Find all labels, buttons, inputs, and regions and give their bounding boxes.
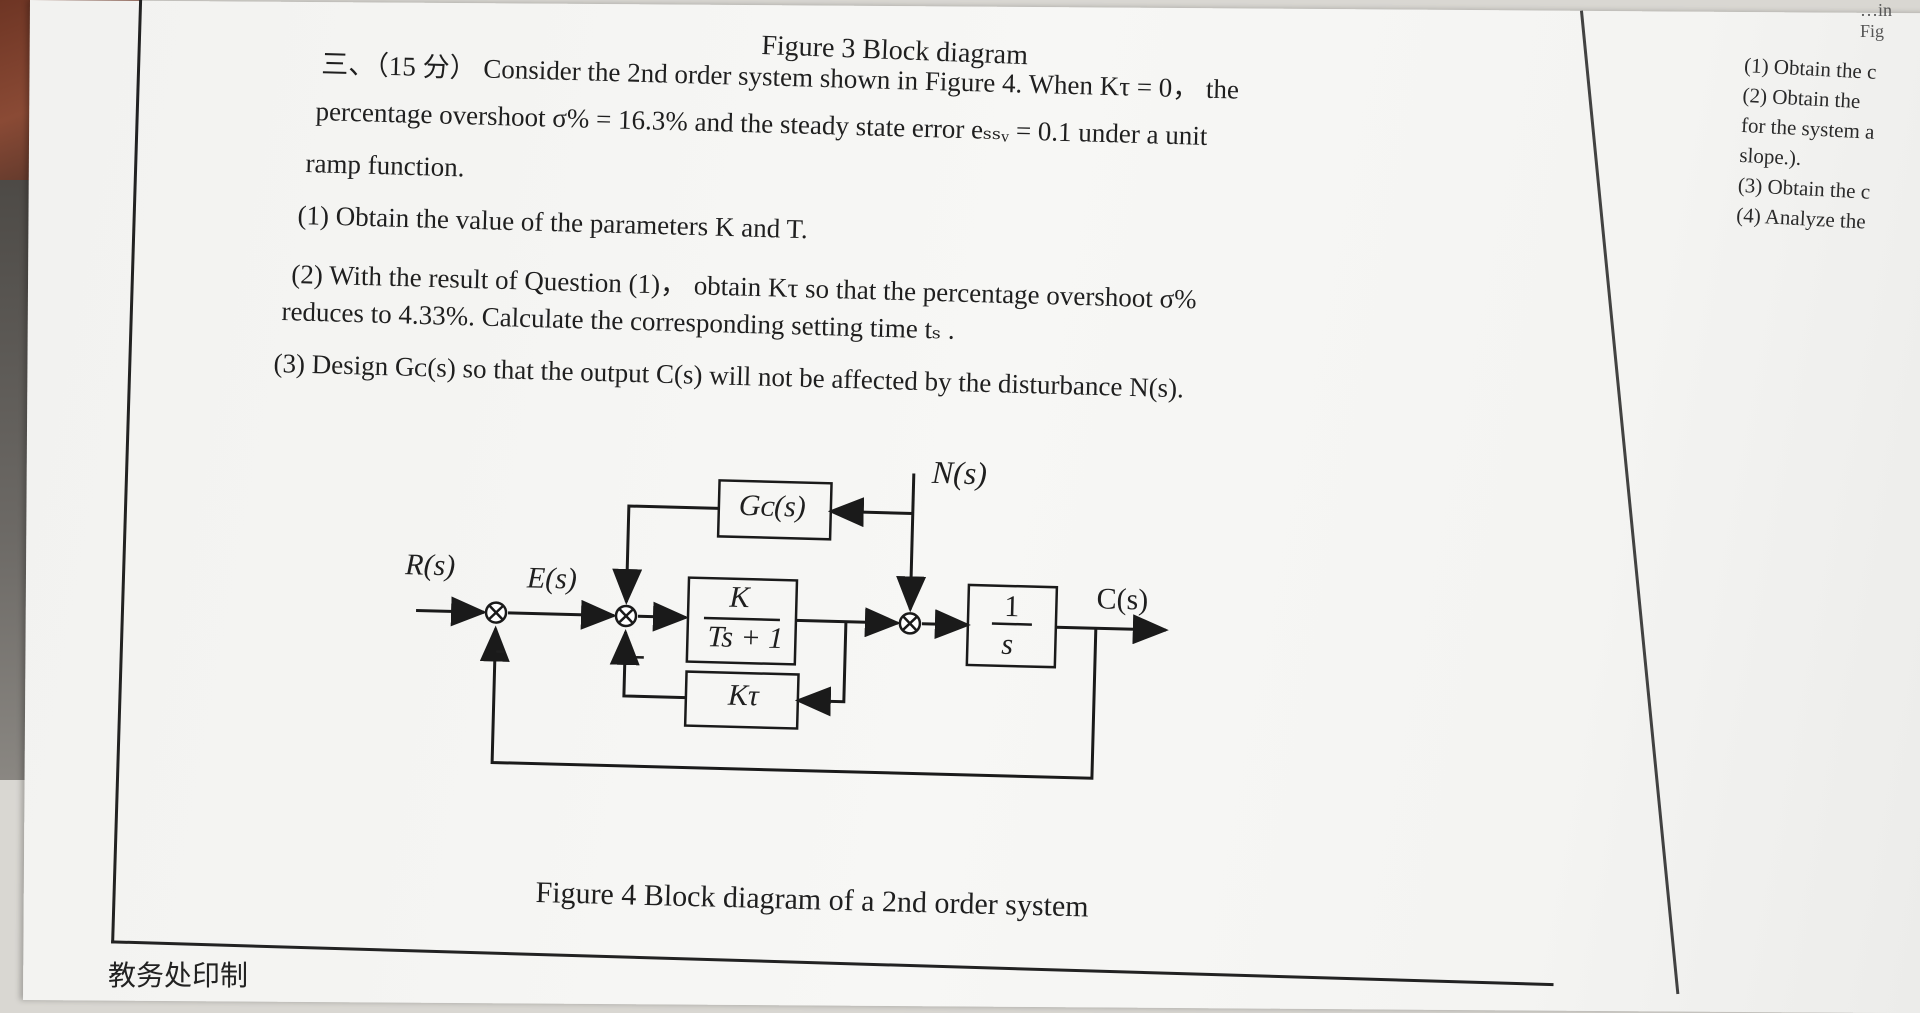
gc-block: Gᴄ(s) — [738, 488, 807, 524]
question-number: 三、（15 分） — [320, 48, 477, 84]
page-content: Figure 3 Block diagram 三、（15 分） Consider… — [273, 30, 1380, 923]
next-page-fragment: (1) Obtain the c (2) Obtain the for the … — [1736, 50, 1879, 237]
minus-sign-1: - — [494, 632, 506, 666]
minus-sign-2: - — [634, 638, 646, 672]
question-line3: ramp function. — [305, 148, 465, 183]
kt-block: Kτ — [727, 678, 760, 713]
plant-denominator: Ts + 1 — [707, 620, 784, 656]
subquestion-3: (3) Design Gᴄ(s) so that the output C(s)… — [273, 348, 1185, 404]
plant-block-rect — [685, 576, 799, 666]
integrator-numerator: 1 — [1003, 589, 1020, 624]
label-N: N(s) — [931, 453, 988, 492]
office-stamp: 教务处印制 — [108, 959, 249, 992]
block-diagram: R(s) E(s) N(s) C(s) Gᴄ(s) K Ts + 1 Kτ 1 … — [389, 454, 1380, 906]
integrator-block-rect — [965, 583, 1059, 669]
summing-junctions — [484, 601, 922, 635]
block-diagram-lines — [416, 473, 1169, 780]
kt-block-rect — [683, 670, 800, 730]
label-E: E(s) — [526, 561, 578, 596]
question-line2: percentage overshoot σ% = 16.3% and the … — [315, 96, 1208, 151]
label-C: C(s) — [1096, 582, 1149, 617]
plant-numerator: K — [729, 580, 750, 615]
gc-block-rect — [716, 479, 833, 541]
question-line1: Consider the 2nd order system shown in F… — [482, 53, 1240, 105]
label-R: R(s) — [404, 548, 456, 583]
integrator-denominator: s — [1000, 627, 1014, 662]
subquestion-1: (1) Obtain the value of the parameters K… — [297, 200, 809, 245]
side-fragment-top: …in Fig — [1860, 0, 1893, 41]
